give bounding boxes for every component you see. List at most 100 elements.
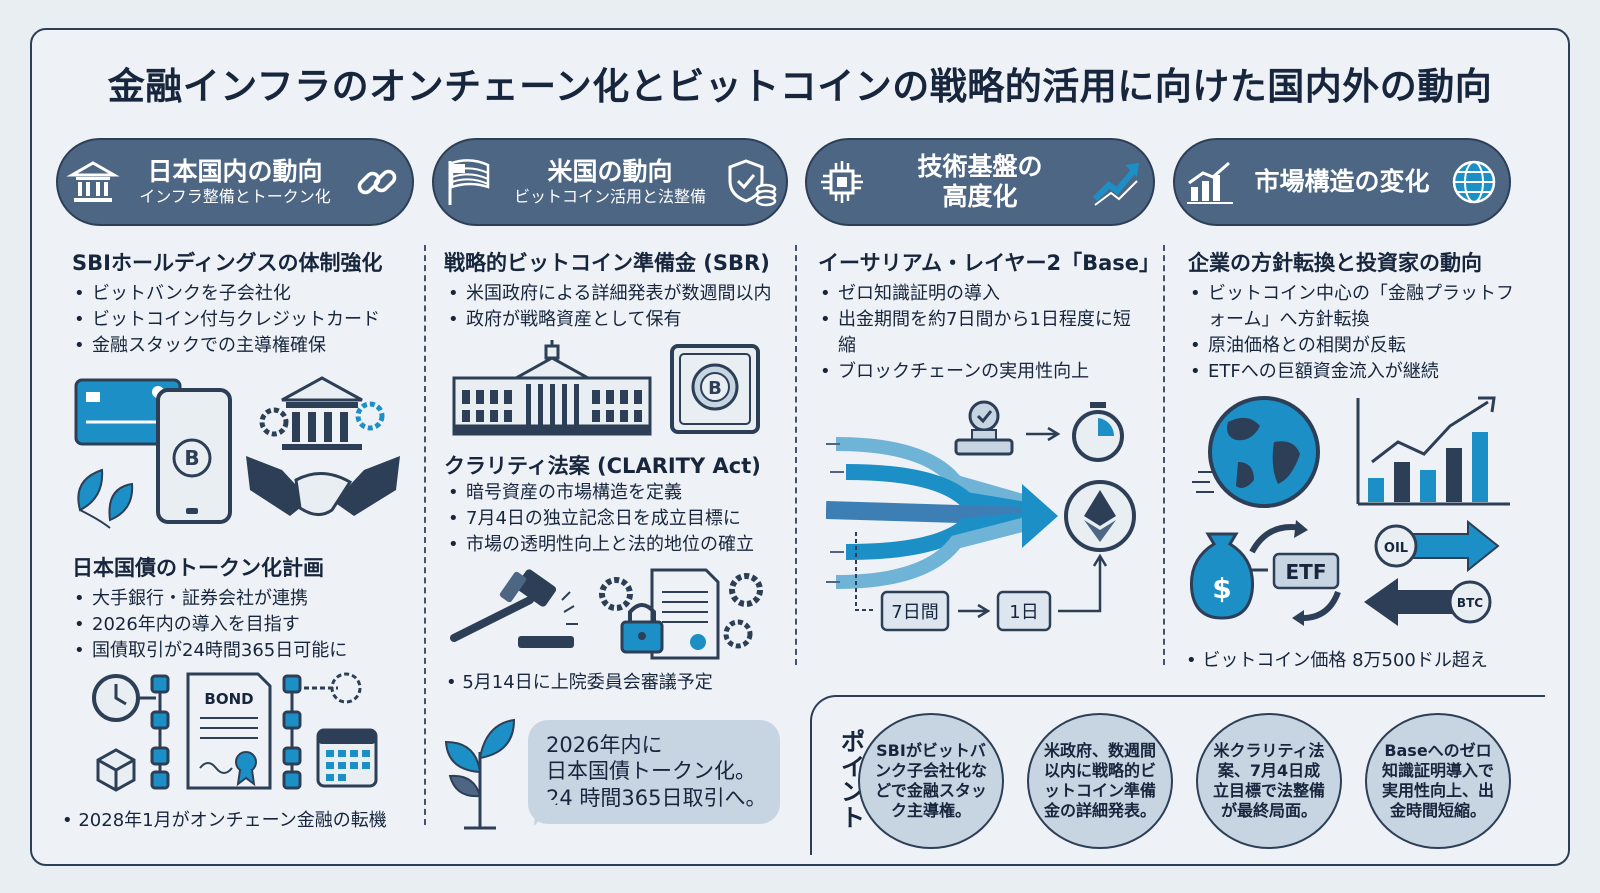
lock-icon [620, 603, 664, 654]
cycle-arrows-icon [1249, 520, 1341, 626]
law-illustration [450, 568, 763, 660]
bond-label: BOND [204, 690, 253, 708]
pill-japan-subtitle: インフラ整備とトークン化 [139, 187, 331, 207]
sbr-section-title: 戦略的ビットコイン準備金 (SBR) [444, 251, 770, 275]
list-item: 金融スタックでの主導権確保 [72, 333, 380, 359]
clarity-section-title: クラリティ法案 (CLARITY Act) [444, 454, 761, 478]
list-item: 米国政府による詳細発表が数週間以内 [446, 281, 771, 307]
pill-japan-title: 日本国内の動向 [147, 157, 323, 187]
credit-card-icon [74, 378, 182, 446]
svg-text:B: B [708, 378, 722, 399]
clock-icon [92, 674, 140, 722]
bubble-line: 2026年内に [546, 733, 663, 757]
globe-icon [1192, 396, 1320, 508]
btc-arrow-icon: BTC [1364, 578, 1492, 626]
stopwatch-icon [1072, 402, 1124, 462]
vault-icon: B [670, 344, 760, 434]
bank-icon [58, 147, 128, 217]
one-day-label: 1日 [1009, 602, 1038, 623]
bond-document-icon: BOND [186, 672, 272, 790]
sbr-bullets: 米国政府による詳細発表が数週間以内 政府が戦略資産として保有 [446, 281, 771, 333]
one-day-box: 1日 [996, 590, 1052, 632]
list-item: 出金期間を約7日間から1日程度に短縮 [818, 307, 1148, 359]
bank-building-icon [281, 376, 363, 450]
list-item: 暗号資産の市場構造を定義 [446, 480, 754, 506]
list-item: 政府が戦略資産として保有 [446, 307, 771, 333]
list-item: 大手銀行・証券会社が連携 [72, 586, 347, 612]
etf-box: ETF [1272, 552, 1340, 590]
arrow-up-icon [1058, 553, 1108, 613]
list-item: 7月4日の独立記念日を成立目標に [446, 506, 754, 532]
calendar-icon [316, 728, 378, 788]
col2-note: 5月14日に上院委員会審議予定 [446, 668, 712, 694]
col1-note: 2028年1月がオンチェーン金融の転機 [62, 806, 386, 832]
shield-coins-icon [716, 147, 786, 217]
pill-tech-title2: 高度化 [942, 182, 1018, 211]
gavel-icon [450, 569, 578, 648]
point-circle: 米クラリティ法案、7月4日成立目標で法整備が最終局面。 [1196, 713, 1342, 849]
page-title: 金融インフラのオンチェーン化とビットコインの戦略的活用に向けた国内外の動向 [107, 65, 1493, 108]
list-item: ビットコイン付与クレジットカード [72, 307, 380, 333]
chip-icon [807, 147, 877, 217]
market-illustration: $ ETF OIL BTC [1189, 396, 1510, 626]
svg-text:$: $ [1212, 572, 1231, 605]
pill-market-title: 市場構造の変化 [1254, 167, 1430, 196]
list-item: 2026年内の導入を目指す [72, 612, 347, 638]
investor-section-title: 企業の方針転換と投資家の動向 [1188, 251, 1482, 275]
arrow-right-icon [1026, 426, 1061, 442]
rising-bar-chart-icon [1356, 396, 1510, 506]
money-bag-icon: $ [1189, 532, 1255, 620]
node-outline-icon [330, 672, 362, 704]
points-box [810, 695, 1545, 855]
column-divider [1163, 245, 1165, 665]
sprout-icon [444, 718, 516, 830]
globe-icon [1439, 147, 1509, 217]
jgb-section-title: 日本国債のトークン化計画 [72, 556, 324, 580]
base-section-title: イーサリアム・レイヤー2「Base」 [818, 251, 1161, 275]
list-item: ゼロ知識証明の導入 [818, 281, 1148, 307]
bubble-tail [534, 800, 560, 826]
pill-us-subtitle: ビットコイン活用と法整備 [513, 187, 706, 207]
pill-market: 市場構造の変化 [1173, 138, 1511, 226]
clarity-bullets: 暗号資産の市場構造を定義 7月4日の独立記念日を成立目標に 市場の透明性向上と法… [446, 480, 754, 558]
list-item: 国債取引が24時間365日可能に [72, 638, 347, 664]
list-item: ETFへの巨額資金流入が継続 [1188, 359, 1528, 385]
btc-label: BTC [1457, 596, 1483, 610]
oil-label: OIL [1384, 541, 1408, 556]
pill-japan: 日本国内の動向 インフラ整備とトークン化 [56, 138, 414, 226]
gear-icon [599, 573, 763, 649]
base-illustration: 7日間 1日 [826, 400, 1136, 632]
smartphone-icon: B [156, 388, 232, 524]
bubble-line: 24 時間365日取引へ。 [546, 785, 767, 810]
sbi-section-title: SBIホールディングスの体制強化 [72, 251, 383, 275]
whitehouse-vault-illustration: B [452, 340, 760, 436]
speech-bubble: 2026年内に 日本国債トークン化。 24 時間365日取引へ。 [528, 720, 780, 824]
gear-icon [259, 401, 385, 437]
chain-link-icon [342, 147, 412, 217]
oil-arrow-icon: OIL [1374, 519, 1500, 573]
stamp-icon [954, 400, 1014, 456]
sbi-illustration: B [74, 376, 400, 529]
list-item: ビットバンクを子会社化 [72, 281, 380, 307]
seven-days-box: 7日間 [880, 590, 950, 632]
base-bullets: ゼロ知識証明の導入 出金期間を約7日間から1日程度に短縮 ブロックチェーンの実用… [818, 281, 1148, 385]
column-divider [795, 245, 797, 665]
speed-arrows-icon [826, 437, 1058, 589]
jgb-bullets: 大手銀行・証券会社が連携 2026年内の導入を目指す 国債取引が24時間365日… [72, 586, 347, 664]
handshake-icon [246, 456, 400, 516]
column-divider [424, 245, 426, 825]
sbi-bullets: ビットバンクを子会社化 ビットコイン付与クレジットカード 金融スタックでの主導権… [72, 281, 380, 359]
investor-bullets: ビットコイン中心の「金融プラットフォーム」へ方針転換 原油価格との相関が反転 E… [1188, 281, 1528, 385]
bar-chart-icon [1175, 147, 1245, 217]
seven-days-label: 7日間 [891, 602, 938, 623]
leaf-icon [77, 468, 134, 529]
pill-us: 米国の動向 ビットコイン活用と法整備 [432, 138, 788, 226]
col4-note: ビットコイン価格 8万500ドル超え [1186, 646, 1488, 672]
document-icon [650, 568, 720, 660]
list-item: ビットコイン中心の「金融プラットフォーム」へ方針転換 [1188, 281, 1528, 333]
list-item: 原油価格との相関が反転 [1188, 333, 1528, 359]
list-item: 市場の透明性向上と法的地位の確立 [446, 532, 754, 558]
dashed-connector [855, 532, 874, 611]
point-circle: 米政府、数週間以内に戦略的ビットコイン準備金の詳細発表。 [1027, 713, 1173, 849]
pill-us-title: 米国の動向 [547, 157, 673, 187]
